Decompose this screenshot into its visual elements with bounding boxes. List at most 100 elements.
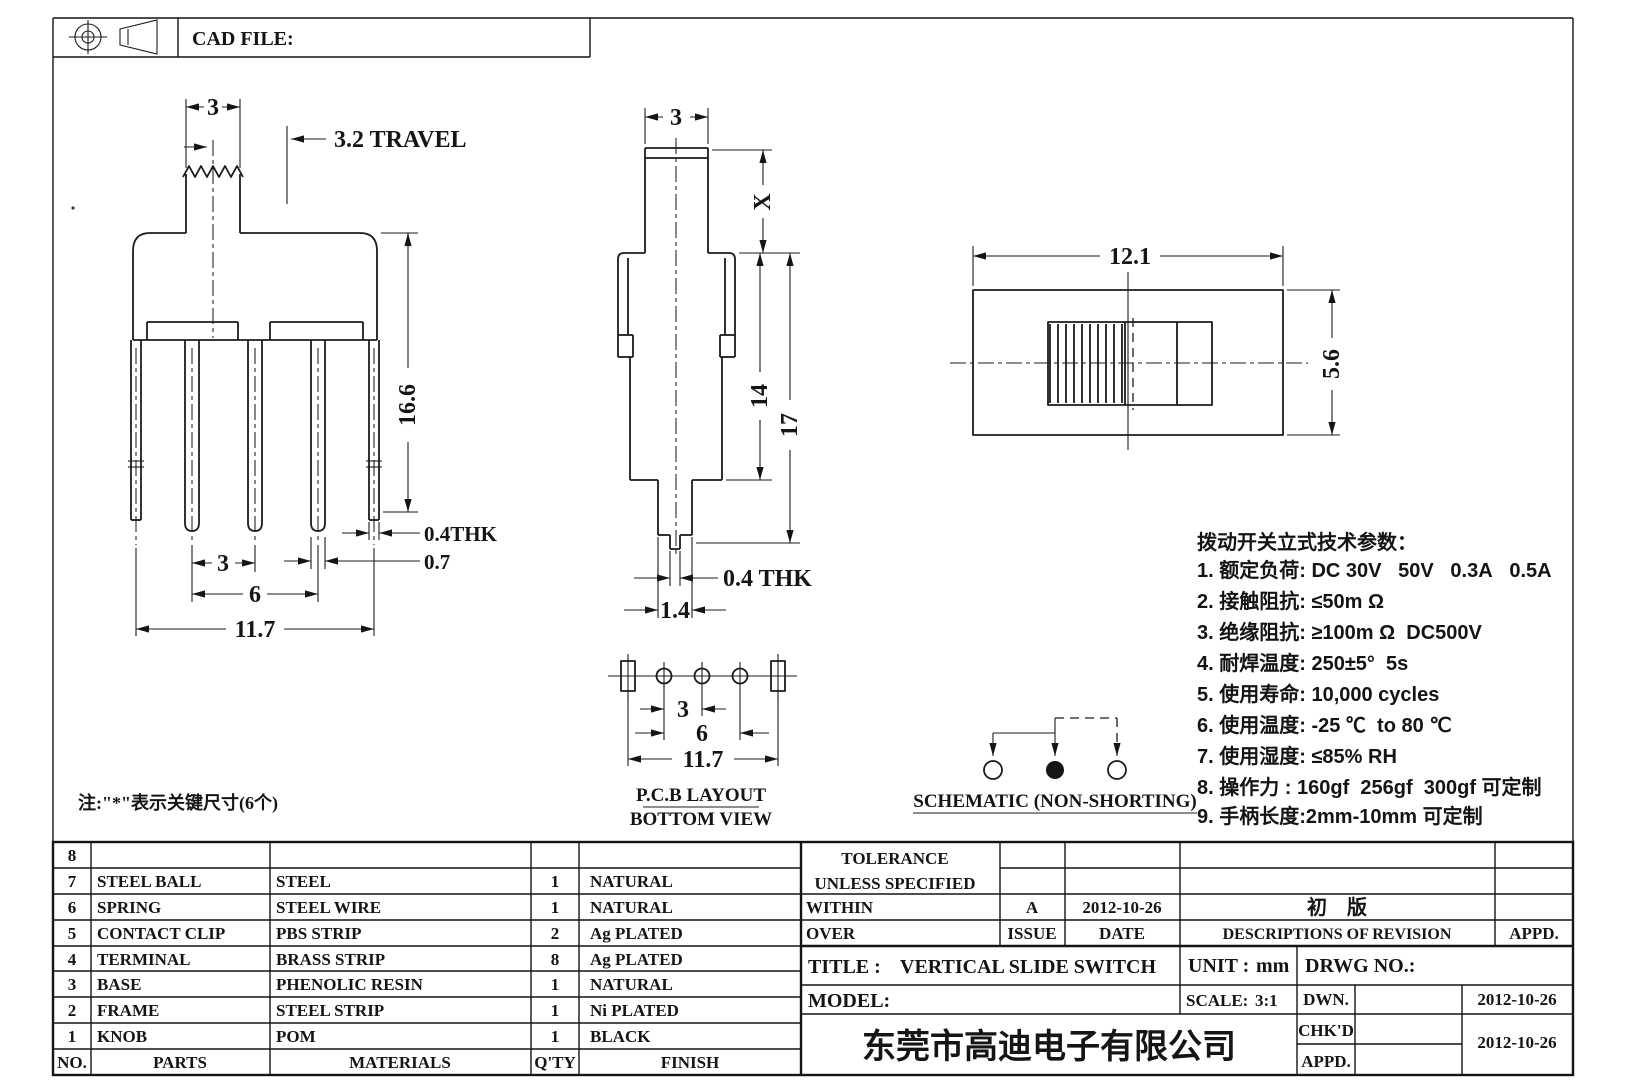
cell-material: PBS STRIP	[276, 924, 362, 943]
key-dimension-note: 注:"*"表示关键尺寸(6个)	[78, 792, 278, 814]
tolerance-line1: TOLERANCE	[841, 849, 948, 868]
unit-label: UNIT :	[1188, 955, 1249, 977]
side-view: 3 X 14 17 0.4 THK 1.4	[617, 105, 812, 624]
cell-no: 2	[68, 1001, 77, 1020]
dim-pcb-pitch: 3	[677, 697, 689, 723]
spec-item-1: 1. 额定负荷: DC 30V 50V 0.3A 0.5A	[1197, 558, 1552, 582]
cell-finish: NATURAL	[590, 975, 673, 994]
tolerance-line2: UNLESS SPECIFIED	[814, 874, 975, 893]
model-label: MODEL:	[808, 990, 890, 1012]
chkd-label: CHK'D	[1298, 1021, 1354, 1040]
dwn-label: DWN.	[1303, 990, 1349, 1009]
dim-front-thk: 0.4THK	[424, 522, 498, 546]
title-block: TOLERANCE UNLESS SPECIFIED WITHIN A 2012…	[806, 849, 1559, 1071]
cell-part: STEEL BALL	[97, 872, 201, 891]
company-name: 东莞市高迪电子有限公司	[862, 1027, 1236, 1066]
cell-part: KNOB	[97, 1027, 147, 1046]
cell-part: BASE	[97, 975, 141, 994]
dot-mark	[71, 206, 75, 210]
top-view: 12.1 5.6	[950, 244, 1345, 450]
cell-qty: 1	[551, 898, 560, 917]
cell-no: 3	[68, 975, 77, 994]
spec-item-7: 7. 使用湿度: ≤85% RH	[1197, 744, 1397, 768]
rev-date: 2012-10-26	[1082, 898, 1161, 917]
front-view: 3 3.2 TRAVEL 16.6 0.4THK 0.7 3	[128, 95, 498, 643]
spec-item-2: 2. 接触阻抗: ≤50m Ω	[1197, 589, 1384, 613]
cad-file-label: CAD FILE:	[192, 28, 294, 50]
within-label: WITHIN	[806, 898, 874, 917]
cell-no: 1	[68, 1027, 77, 1046]
schematic-label: SCHEMATIC (NON-SHORTING)	[913, 791, 1196, 812]
parts-table: 8 7 STEEL BALL STEEL 1 NATURAL 6 SPRING …	[57, 846, 719, 1072]
cell-qty: 2	[551, 924, 560, 943]
cell-finish: NATURAL	[590, 872, 673, 891]
date-header: DATE	[1099, 924, 1145, 943]
cell-qty: 1	[551, 1001, 560, 1020]
dim-front-height: 16.6	[395, 384, 421, 426]
pcb-layout-title: P.C.B LAYOUT	[636, 785, 766, 806]
dim-front-top-width: 3	[207, 95, 219, 121]
cell-qty: 1	[551, 872, 560, 891]
unit-value: mm	[1256, 955, 1290, 977]
drwg-no-label: DRWG NO.:	[1305, 955, 1415, 977]
title-label: TITLE :	[808, 956, 881, 978]
rev-issue: A	[1026, 898, 1039, 917]
cell-part: TERMINAL	[97, 950, 191, 969]
dim-pcb-total: 11.7	[683, 747, 724, 773]
cell-material: PHENOLIC RESIN	[276, 975, 424, 994]
spec-item-4: 4. 耐焊温度: 250±5° 5s	[1197, 651, 1408, 675]
dim-front-total: 11.7	[235, 617, 276, 643]
header-no: NO.	[57, 1053, 87, 1072]
cell-material: STEEL	[276, 872, 331, 891]
scale-value: 3:1	[1255, 991, 1278, 1010]
spec-item-9: 9. 手柄长度:2mm-10mm 可定制	[1197, 804, 1483, 828]
header-finish: FINISH	[661, 1053, 720, 1072]
spec-item-6: 6. 使用温度: -25 ℃ to 80 ℃	[1197, 713, 1452, 737]
dim-front-pin-width: 0.7	[424, 550, 450, 574]
cell-qty: 8	[551, 950, 560, 969]
cell-finish: Ni PLATED	[590, 1001, 679, 1020]
scale-label: SCALE:	[1186, 991, 1248, 1010]
rev-description: 初 版	[1307, 895, 1367, 919]
dim-front-travel: 3.2 TRAVEL	[334, 127, 467, 153]
spec-list: 拨动开关立式技术参数： 1. 额定负荷: DC 30V 50V 0.3A 0.5…	[1197, 530, 1552, 828]
approve-date: 2012-10-26	[1477, 1033, 1556, 1052]
cell-no: 7	[68, 872, 77, 891]
dim-side-tip: 1.4	[660, 598, 690, 624]
cell-finish: BLACK	[590, 1027, 651, 1046]
dim-front-span: 6	[249, 582, 261, 608]
cell-material: POM	[276, 1027, 316, 1046]
cell-no: 5	[68, 924, 77, 943]
pcb-layout-view: 3 6 11.7 P.C.B LAYOUT BOTTOM VIEW	[608, 654, 797, 830]
dim-side-thk: 0.4 THK	[723, 566, 812, 592]
cell-part: FRAME	[97, 1001, 159, 1020]
header-bar: CAD FILE:	[53, 18, 591, 58]
schematic-view: SCHEMATIC (NON-SHORTING)	[913, 717, 1197, 814]
cell-qty: 1	[551, 975, 560, 994]
dim-side-width: 3	[670, 105, 682, 131]
cell-part: SPRING	[97, 898, 161, 917]
appd-header: APPD.	[1509, 924, 1559, 943]
cell-no: 6	[68, 898, 77, 917]
title-value: VERTICAL SLIDE SWITCH	[900, 956, 1156, 978]
spec-item-5: 5. 使用寿命: 10,000 cycles	[1197, 682, 1439, 706]
cell-finish: Ag PLATED	[590, 950, 683, 969]
cell-no: 4	[68, 950, 77, 969]
cell-material: STEEL WIRE	[276, 898, 381, 917]
header-parts: PARTS	[153, 1053, 207, 1072]
header-qty: Q'TY	[534, 1053, 576, 1072]
dim-side-handle: X	[750, 193, 776, 211]
spec-title: 拨动开关立式技术参数：	[1197, 530, 1417, 554]
dim-front-pitch: 3	[217, 551, 229, 577]
dwn-date: 2012-10-26	[1477, 990, 1556, 1009]
cell-material: STEEL STRIP	[276, 1001, 384, 1020]
header-materials: MATERIALS	[349, 1053, 451, 1072]
issue-header: ISSUE	[1007, 924, 1056, 943]
cell-part: CONTACT CLIP	[97, 924, 225, 943]
over-label: OVER	[806, 924, 856, 943]
appd-label: APPD.	[1301, 1052, 1351, 1071]
table-grid	[51, 840, 1575, 1077]
dim-top-depth: 5.6	[1319, 349, 1345, 379]
